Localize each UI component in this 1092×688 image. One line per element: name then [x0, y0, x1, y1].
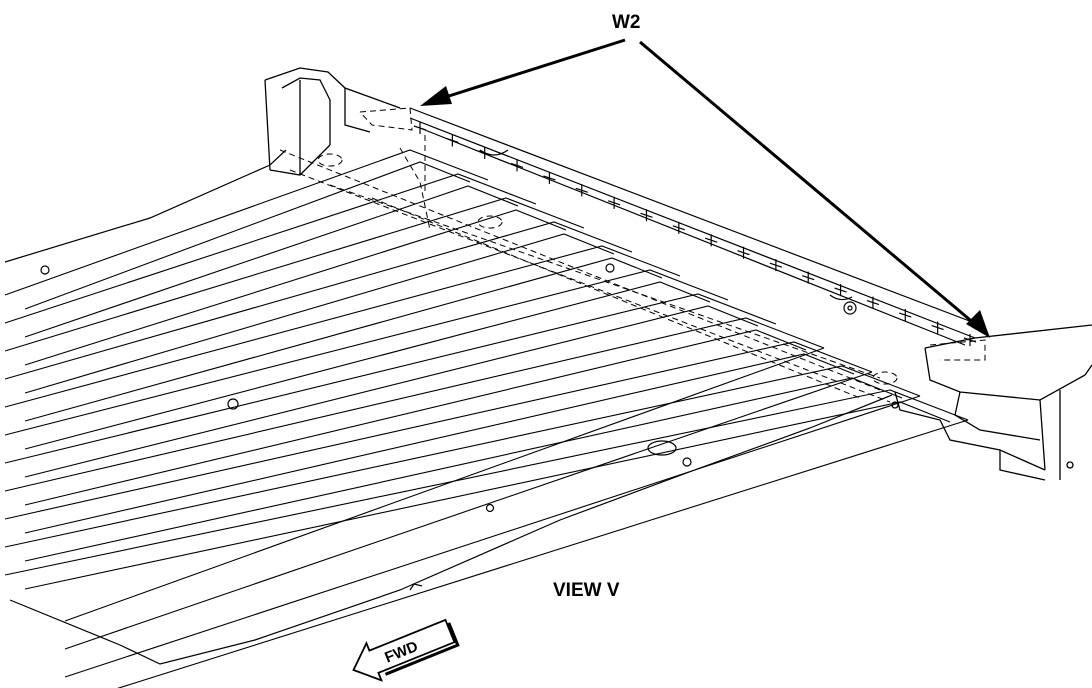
weld-mark	[446, 134, 459, 147]
weld-mark	[802, 271, 815, 284]
weld-mark	[737, 246, 750, 259]
weld-callout-label: W2	[612, 12, 641, 33]
weld-mark	[704, 234, 718, 247]
floor-rib	[4, 173, 537, 338]
weld-mark	[899, 309, 912, 322]
weld-marks	[413, 122, 977, 346]
top-rail	[409, 107, 981, 346]
floor-rib	[4, 269, 729, 450]
weld-mark	[672, 221, 686, 234]
weld-mark	[478, 146, 491, 159]
callout-arrowheads	[420, 86, 990, 338]
weld-mark	[575, 184, 588, 197]
floor-rib	[4, 389, 969, 688]
floor-rib	[4, 221, 633, 394]
floor-panel	[4, 149, 893, 665]
weld-mark	[866, 296, 880, 309]
view-label: VIEW V	[553, 580, 620, 601]
right-bracket	[891, 324, 1092, 481]
hidden-lines	[279, 107, 986, 403]
weld-mark	[510, 159, 524, 172]
weld-mark	[834, 284, 847, 297]
weld-mark	[413, 122, 427, 134]
weld-mark	[543, 171, 556, 184]
floor-ribs	[4, 149, 969, 688]
weld-mark	[640, 209, 653, 222]
forward-arrow-icon: FWD	[352, 618, 460, 682]
callout-leaders	[429, 38, 983, 332]
left-bracket	[264, 67, 401, 176]
weld-mark	[607, 196, 621, 209]
floor-rib	[4, 197, 585, 366]
weld-mark	[931, 321, 944, 334]
weld-mark	[769, 259, 783, 272]
